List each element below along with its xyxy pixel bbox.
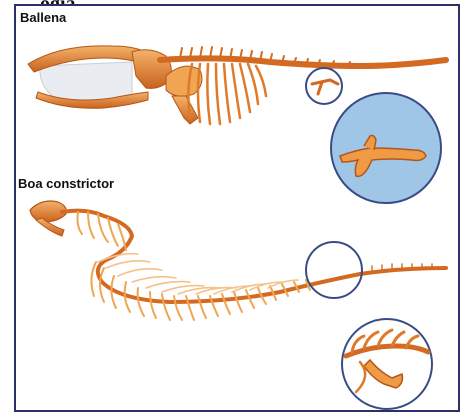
snake-skeleton — [30, 201, 446, 320]
whale-zoom-circle — [331, 93, 441, 203]
whale-pelvis-small — [312, 80, 338, 94]
whale-highlight-circle — [306, 68, 342, 104]
snake-highlight-circle — [306, 242, 362, 298]
whale-spine — [160, 58, 446, 66]
whale-flipper — [172, 96, 198, 124]
whale-skull — [132, 50, 171, 89]
snake-zoom-circle — [342, 319, 432, 409]
